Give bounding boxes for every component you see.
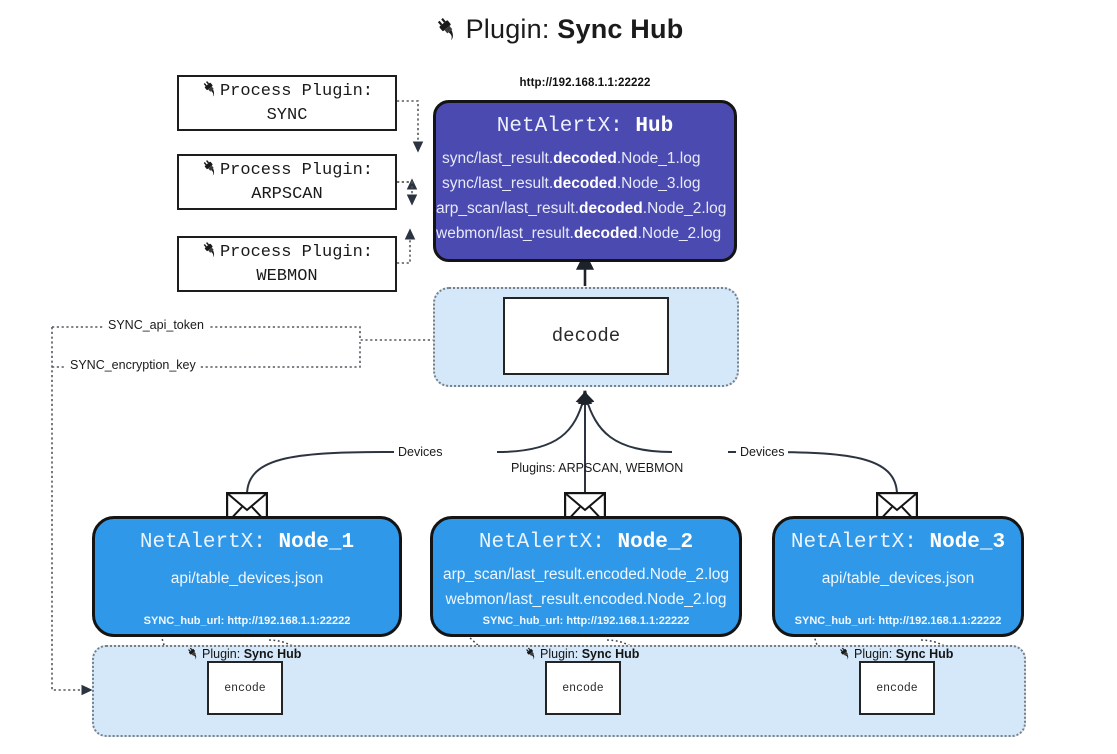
encoder-plugin-label: Plugin: Sync Hub bbox=[524, 646, 639, 663]
process-plugin-line2: ARPSCAN bbox=[251, 185, 323, 204]
plug-icon bbox=[186, 646, 200, 663]
node-footer-value: http://192.168.1.1:22222 bbox=[878, 615, 1002, 627]
page-title-prefix: Plugin: bbox=[465, 14, 550, 44]
node-card-node-3[interactable]: NetAlertX: Node_3 api/table_devices.json… bbox=[772, 516, 1024, 637]
node-title: NetAlertX: Node_1 bbox=[140, 531, 354, 554]
hub-name-label: Hub bbox=[635, 115, 674, 138]
encoder-plugin-prefix: Plugin: bbox=[540, 647, 579, 661]
encoder-plugin-name: Sync Hub bbox=[243, 647, 302, 661]
plug-icon bbox=[201, 158, 219, 184]
process-plugin-box-webmon[interactable]: Process Plugin: WEBMON bbox=[177, 236, 397, 292]
page-title: Plugin: Sync Hub bbox=[0, 14, 1117, 48]
plug-icon bbox=[201, 79, 219, 105]
page-title-name: Sync Hub bbox=[557, 14, 684, 44]
encoder-plugin-prefix: Plugin: bbox=[202, 647, 241, 661]
node-card-node-1[interactable]: NetAlertX: Node_1 api/table_devices.json… bbox=[92, 516, 402, 637]
hub-log-list: sync/last_result.decoded.Node_1.log sync… bbox=[436, 146, 734, 246]
node-footer-key: SYNC_hub_url: bbox=[143, 615, 225, 627]
node-resource-line: api/table_devices.json bbox=[821, 570, 975, 587]
node-app-label: NetAlertX: bbox=[139, 531, 266, 554]
node-resource-line: arp_scan/last_result.encoded.Node_2.log bbox=[442, 566, 730, 583]
plug-icon bbox=[434, 15, 460, 48]
plug-icon bbox=[524, 646, 538, 663]
process-plugin-box-arpscan[interactable]: Process Plugin: ARPSCAN bbox=[177, 154, 397, 210]
process-plugin-line1: Process Plugin: bbox=[201, 158, 373, 184]
encode-box[interactable]: encode bbox=[859, 661, 935, 715]
node-footer-key: SYNC_hub_url: bbox=[794, 615, 876, 627]
setting-label-encryption-key: SYNC_encryption_key bbox=[66, 358, 200, 372]
plug-icon bbox=[201, 240, 219, 266]
hub-url-label: http://192.168.1.1:22222 bbox=[519, 77, 651, 89]
node-card-node-2[interactable]: NetAlertX: Node_2 arp_scan/last_result.e… bbox=[430, 516, 742, 637]
encoder-plugin-prefix: Plugin: bbox=[854, 647, 893, 661]
process-plugin-line1: Process Plugin: bbox=[201, 79, 373, 105]
hub-log-line: sync/last_result.decoded.Node_1.log bbox=[442, 150, 701, 167]
decode-box[interactable]: decode bbox=[503, 297, 669, 375]
node-footer-key: SYNC_hub_url: bbox=[482, 615, 564, 627]
process-plugin-label: Process Plugin: bbox=[219, 243, 374, 262]
encode-box[interactable]: encode bbox=[545, 661, 621, 715]
node-footer-value: http://192.168.1.1:22222 bbox=[566, 615, 690, 627]
process-plugin-line2: WEBMON bbox=[256, 267, 318, 286]
process-plugin-label: Process Plugin: bbox=[219, 161, 374, 180]
encoder-plugin-label: Plugin: Sync Hub bbox=[186, 646, 301, 663]
node-footer: SYNC_hub_url: http://192.168.1.1:22222 bbox=[775, 615, 1021, 627]
process-plugin-box-sync[interactable]: Process Plugin: SYNC bbox=[177, 75, 397, 131]
encoder-plugin-label: Plugin: Sync Hub bbox=[838, 646, 953, 663]
node-resource-line: webmon/last_result.encoded.Node_2.log bbox=[445, 591, 727, 608]
edge-label-devices-left: Devices bbox=[394, 445, 447, 459]
hub-log-line: arp_scan/last_result.decoded.Node_2.log bbox=[436, 200, 727, 217]
edge-label-devices-right: Devices bbox=[736, 445, 789, 459]
node-name-label: Node_1 bbox=[278, 531, 355, 554]
process-plugin-label: Process Plugin: bbox=[219, 82, 374, 101]
hub-log-line: webmon/last_result.decoded.Node_2.log bbox=[436, 225, 722, 242]
node-title: NetAlertX: Node_3 bbox=[791, 531, 1005, 554]
encoder-plugin-name: Sync Hub bbox=[581, 647, 640, 661]
encoder-plugin-name: Sync Hub bbox=[895, 647, 954, 661]
node-app-label: NetAlertX: bbox=[478, 531, 605, 554]
hub-title: NetAlertX: Hub bbox=[436, 115, 734, 138]
node-resource-line: api/table_devices.json bbox=[170, 570, 324, 587]
setting-label-api-token: SYNC_api_token bbox=[104, 318, 208, 332]
node-footer-value: http://192.168.1.1:22222 bbox=[227, 615, 351, 627]
process-plugin-line1: Process Plugin: bbox=[201, 240, 373, 266]
node-footer: SYNC_hub_url: http://192.168.1.1:22222 bbox=[95, 615, 399, 627]
hub-app-label: NetAlertX: bbox=[496, 115, 623, 138]
process-plugin-line2: SYNC bbox=[266, 106, 308, 125]
hub-log-line: sync/last_result.decoded.Node_3.log bbox=[442, 175, 701, 192]
plug-icon bbox=[838, 646, 852, 663]
node-app-label: NetAlertX: bbox=[790, 531, 917, 554]
node-name-label: Node_3 bbox=[929, 531, 1006, 554]
hub-node[interactable]: NetAlertX: Hub sync/last_result.decoded.… bbox=[433, 100, 737, 262]
node-name-label: Node_2 bbox=[617, 531, 694, 554]
encode-box[interactable]: encode bbox=[207, 661, 283, 715]
edge-label-plugins-center: Plugins: ARPSCAN, WEBMON bbox=[511, 461, 684, 475]
node-footer: SYNC_hub_url: http://192.168.1.1:22222 bbox=[433, 615, 739, 627]
node-title: NetAlertX: Node_2 bbox=[479, 531, 693, 554]
